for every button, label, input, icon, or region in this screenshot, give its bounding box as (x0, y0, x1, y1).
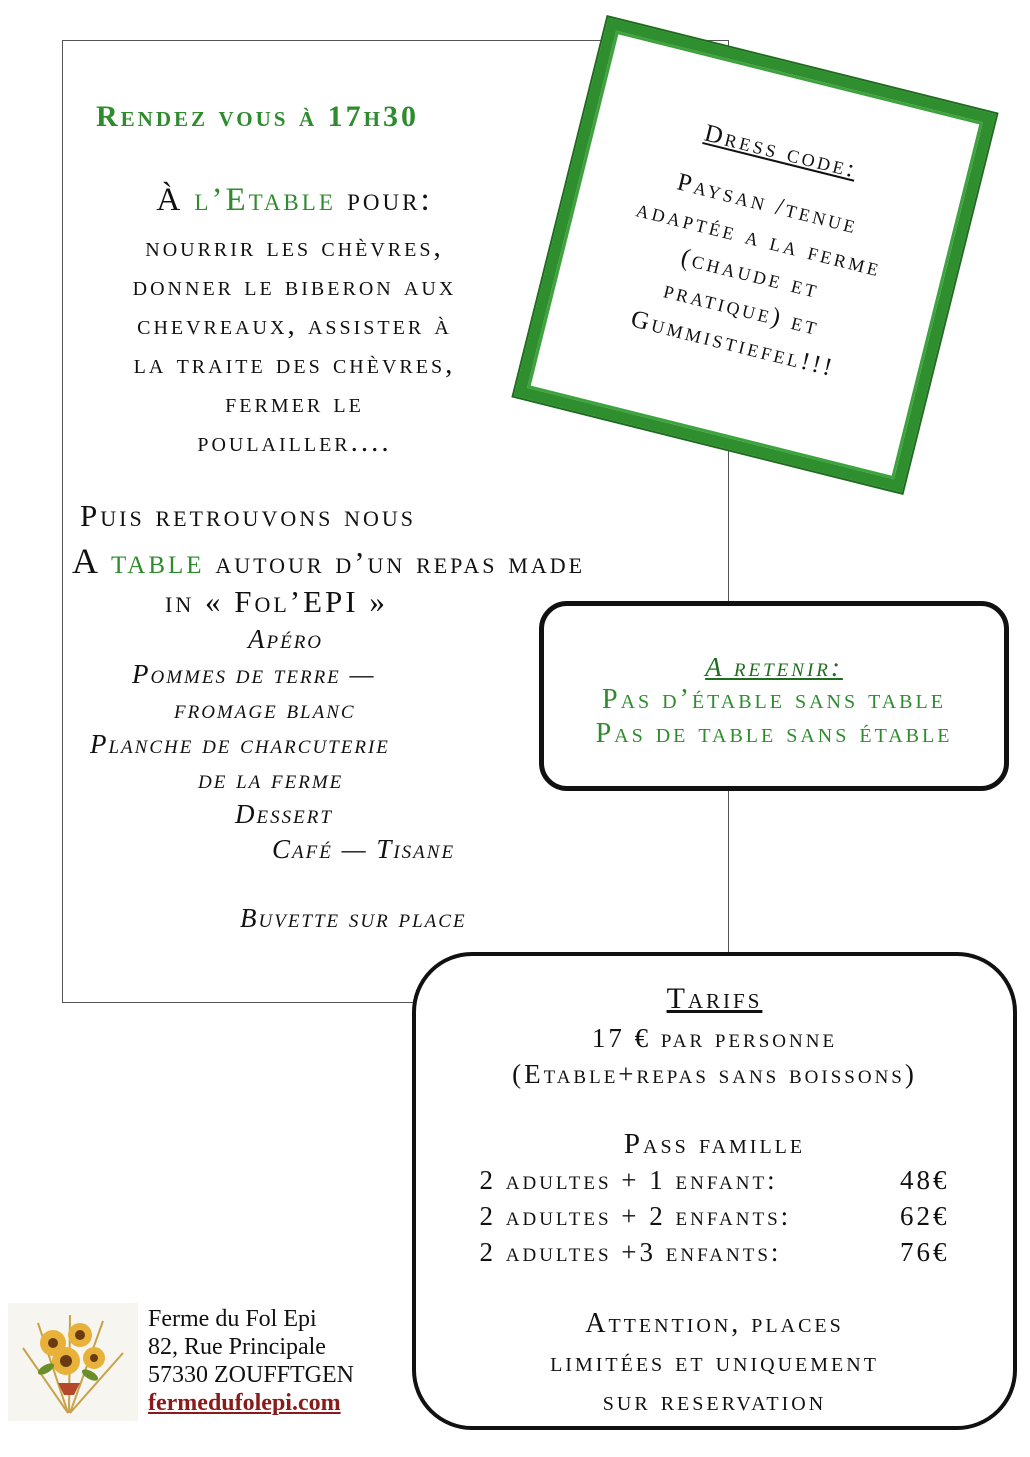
menu-item: Apéro (248, 624, 324, 654)
farm-city: 57330 ZOUFFTGEN (148, 1362, 355, 1388)
farm-name: Ferme du Fol Epi (148, 1306, 317, 1332)
activity-line: donner le biberon aux (132, 270, 457, 302)
tarifs-box: Tarifs 17 € par personne (Etable+repas s… (412, 952, 1017, 1430)
menu-item: Pommes de terre — (132, 659, 376, 689)
main-frame (62, 40, 729, 1003)
etable-suffix: pour: (335, 182, 433, 218)
etable-word: l’Etable (194, 182, 336, 218)
pass-row-amount: 48€ (900, 1165, 950, 1195)
farm-address: Ferme du Fol Epi 82, Rue Principale 5733… (148, 1305, 354, 1417)
pass-row: 2 adultes + 1 enfant: 48€ (416, 1162, 1013, 1198)
folepi-line: in « Fol’EPI » (165, 584, 388, 619)
attention-line: sur reservation (602, 1386, 827, 1417)
puis-line: Puis retrouvons nous (80, 498, 416, 533)
retenir-title: A retenir: (705, 652, 843, 682)
sunflower-logo (8, 1303, 138, 1421)
menu-item: Café — Tisane (272, 834, 456, 864)
etable-heading: À l’Etable pour: (62, 182, 527, 219)
menu-item: Dessert (235, 799, 333, 829)
pass-row: 2 adultes +3 enfants: 76€ (416, 1234, 1013, 1270)
pass-row-amount: 76€ (900, 1237, 950, 1267)
table-word: table (111, 541, 205, 581)
buvette-line: Buvette sur place (240, 903, 467, 933)
attention-block: Attention, places limitées et uniquement… (416, 1304, 1013, 1421)
price-line: 17 € par personne (591, 1023, 838, 1053)
activities: nourrir les chèvres, donner le biberon a… (62, 228, 527, 462)
retenir-line: Pas d’étable sans table (602, 684, 946, 715)
activity-line: nourrir les chèvres, (145, 231, 444, 263)
pass-row-amount: 62€ (900, 1201, 950, 1231)
menu-item: fromage blanc (174, 694, 356, 724)
table-line: A table autour d’un repas made (72, 540, 585, 582)
retenir-box: A retenir: Pas d’étable sans table Pas d… (539, 601, 1009, 791)
pass-row-label: 2 adultes +3 enfants: (479, 1237, 782, 1267)
pass-title: Pass famille (623, 1128, 806, 1160)
rendezvous-heading: Rendez vous à 17h30 (96, 100, 419, 133)
attention-line: limitées et uniquement (550, 1347, 879, 1378)
price-note: (Etable+repas sans boissons) (512, 1059, 917, 1089)
menu-item: de la ferme (198, 764, 344, 794)
table-suffix: autour d’un repas made (204, 545, 586, 580)
menu-item: Planche de charcuterie (90, 729, 390, 759)
website-link[interactable]: fermedufolepi.com (148, 1390, 341, 1416)
activity-line: poulailler.... (197, 426, 392, 458)
pass-row: 2 adultes + 2 enfants: 62€ (416, 1198, 1013, 1234)
retenir-line: Pas de table sans étable (595, 718, 953, 749)
etable-prefix: À (156, 182, 195, 218)
activity-line: chevreaux, assister à (137, 309, 452, 341)
pass-row-label: 2 adultes + 2 enfants: (479, 1201, 792, 1231)
activity-line: fermer le (225, 387, 364, 419)
activity-line: la traite des chèvres, (133, 348, 456, 380)
attention-line: Attention, places (585, 1308, 844, 1339)
table-prefix: A (72, 541, 112, 581)
farm-street: 82, Rue Principale (148, 1334, 326, 1360)
tarifs-title: Tarifs (666, 982, 763, 1015)
pass-row-label: 2 adultes + 1 enfant: (479, 1165, 778, 1195)
